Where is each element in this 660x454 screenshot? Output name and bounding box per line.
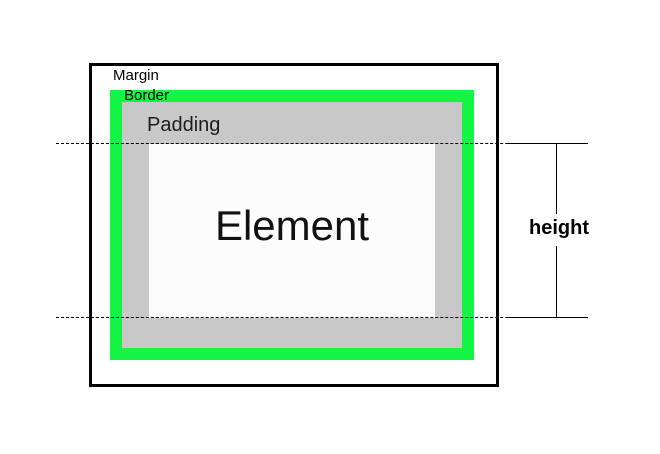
height-dimension-line-bottom	[556, 246, 557, 317]
padding-label: Padding	[147, 114, 221, 136]
margin-label: Margin	[113, 67, 159, 84]
height-dimension-cap-top	[508, 143, 588, 144]
height-label: height	[520, 218, 598, 238]
border-label: Border	[124, 87, 170, 104]
height-guide-top	[56, 143, 588, 144]
element-label: Element	[214, 202, 370, 249]
element-box	[149, 144, 435, 318]
height-dimension-cap-bottom	[508, 317, 588, 318]
height-dimension-line-top	[556, 144, 557, 214]
height-guide-bottom	[56, 317, 588, 318]
